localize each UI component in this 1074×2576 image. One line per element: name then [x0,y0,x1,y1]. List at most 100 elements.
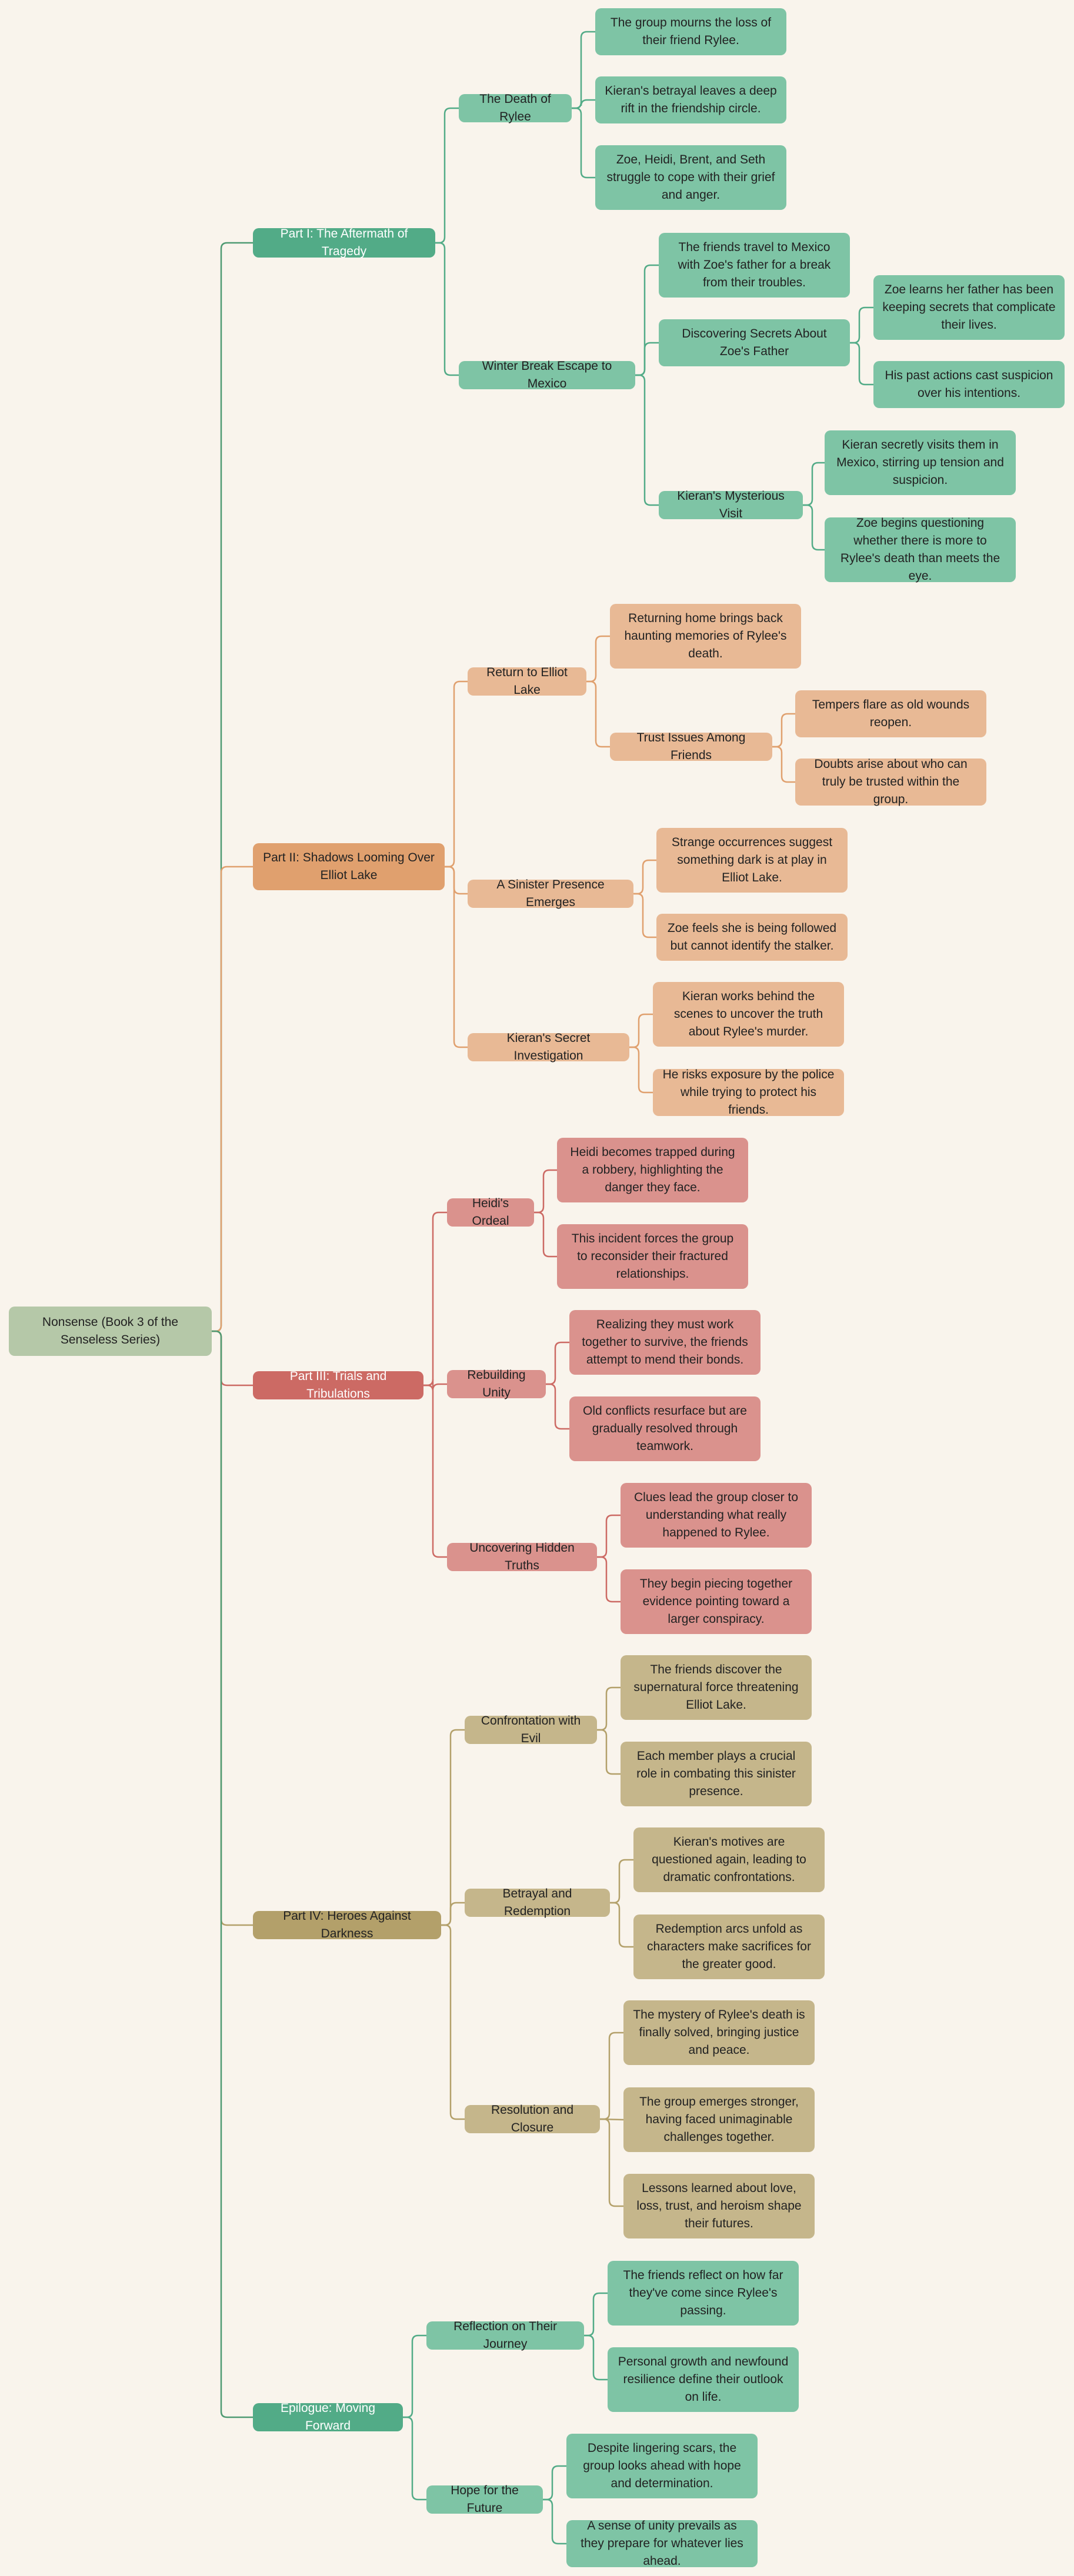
topic-node-zoe-learns-her-father-has-been-keeping-s: Zoe learns her father has been keeping s… [873,275,1065,340]
topic-node-the-friends-reflect-on-how-far-they-ve-c: The friends reflect on how far they've c… [608,2261,799,2326]
node-label: Kieran works behind the scenes to uncove… [673,990,823,1038]
topic-node-lessons-learned-about-love-loss-trust-an: Lessons learned about love, loss, trust,… [623,2174,815,2238]
connector-1-1-to-1-1-1 [633,893,656,938]
node-label: The friends discover the supernatural fo… [633,1663,799,1712]
topic-node-tempers-flare-as-old-wounds-reopen: Tempers flare as old wounds reopen. [795,690,986,737]
topic-node-resolution-and-closure: Resolution and Closure [465,2103,600,2134]
node-label: Realizing they must work together to sur… [582,1318,748,1366]
topic-node-the-group-emerges-stronger-having-faced-: The group emerges stronger, having faced… [623,2087,815,2152]
node-label: Personal growth and newfound resilience … [618,2355,789,2404]
node-label: Returning home brings back haunting memo… [624,612,787,660]
topic-node-trust-issues-among-friends: Trust Issues Among Friends [610,731,772,762]
topic-node-kieran-s-betrayal-leaves-a-deep-rift-in-: Kieran's betrayal leaves a deep rift in … [595,76,786,123]
connector-1-2-to-1-2-0 [629,1013,653,1048]
connector-root-to-0 [212,242,253,1332]
topic-node-he-risks-exposure-by-the-police-while-tr: He risks exposure by the police while tr… [653,1068,844,1117]
topic-node-kieran-works-behind-the-scenes-to-uncove: Kieran works behind the scenes to uncove… [653,982,844,1047]
connector-1-0-to-1-0-0 [586,635,610,683]
topic-node-a-sinister-presence-emerges: A Sinister Presence Emerges [468,878,633,909]
node-label: The group emerges stronger, having faced… [639,2095,799,2144]
node-label: Part IV: Heroes Against Darkness [283,1909,411,1940]
connector-1-0-to-1-0-1 [586,680,610,748]
node-label: Epilogue: Moving Forward [280,2401,376,2433]
connector-2-to-2-2 [423,1384,447,1558]
topic-node-rebuilding-unity: Rebuilding Unity [447,1368,546,1399]
node-label: Winter Break Escape to Mexico [482,359,612,390]
topic-node-zoe-heidi-brent-and-seth-struggle-to-cop: Zoe, Heidi, Brent, and Seth struggle to … [595,145,786,210]
topic-node-the-friends-travel-to-mexico-with-zoe-s-: The friends travel to Mexico with Zoe's … [659,233,850,298]
topic-node-personal-growth-and-newfound-resilience-: Personal growth and newfound resilience … [608,2347,799,2412]
topic-node-redemption-arcs-unfold-as-characters-mak: Redemption arcs unfold as characters mak… [633,1915,825,1979]
node-label: Kieran's betrayal leaves a deep rift in … [605,84,777,115]
connector-2-1-to-2-1-0 [546,1341,569,1385]
node-label: Each member plays a crucial role in comb… [636,1749,796,1798]
node-label: Lessons learned about love, loss, trust,… [636,2181,802,2230]
connector-4-0-to-4-0-0 [584,2292,608,2337]
node-label: Rebuilding Unity [467,1368,526,1399]
connector-0-1-to-0-1-0 [635,264,659,376]
connector-1-to-1-2 [445,866,468,1048]
node-label: Confrontation with Evil [481,1714,581,1745]
node-label: Strange occurrences suggest something da… [671,836,833,884]
topic-node-kieran-secretly-visits-them-in-mexico-st: Kieran secretly visits them in Mexico, s… [825,430,1016,495]
topic-node-zoe-feels-she-is-being-followed-but-cann: Zoe feels she is being followed but cann… [656,914,848,961]
connector-2-0-to-2-0-0 [534,1169,557,1214]
node-label: The group mourns the loss of their frien… [610,16,772,47]
node-label: Part II: Shadows Looming Over Elliot Lak… [263,851,435,882]
connector-0-0-to-0-0-0 [572,31,595,109]
topic-node-old-conflicts-resurface-but-are-graduall: Old conflicts resurface but are graduall… [569,1396,761,1461]
topic-node-kieran-s-secret-investigation: Kieran's Secret Investigation [468,1031,629,1063]
connector-0-1-1-to-0-1-1-0 [850,306,873,344]
node-label: The Death of Rylee [479,92,551,123]
connector-root-to-1 [212,866,253,1332]
node-label: Kieran's Mysterious Visit [677,489,785,520]
part-node-part-iv-heroes-against-darkness: Part IV: Heroes Against Darkness [253,1909,441,1940]
connector-2-to-2-0 [423,1211,447,1386]
node-label: Zoe, Heidi, Brent, and Seth struggle to … [606,153,775,202]
part-node-part-ii-shadows-looming-over-elliot-lake: Part II: Shadows Looming Over Elliot Lak… [253,843,445,890]
connector-3-to-3-1 [441,1902,465,1926]
node-label: Resolution and Closure [491,2103,574,2134]
connector-3-1-to-3-1-0 [610,1859,633,1904]
topic-node-despite-lingering-scars-the-group-looks-: Despite lingering scars, the group looks… [566,2434,758,2498]
node-label: A Sinister Presence Emerges [496,878,605,909]
connector-3-2-to-3-2-0 [600,2032,623,2120]
topic-node-confrontation-with-evil: Confrontation with Evil [465,1714,597,1745]
connector-4-to-4-0 [403,2334,426,2418]
node-label: Betrayal and Redemption [502,1887,572,1918]
topic-node-the-friends-discover-the-supernatural-fo: The friends discover the supernatural fo… [621,1655,812,1720]
node-label: His past actions cast suspicion over his… [885,369,1053,400]
node-label: This incident forces the group to recons… [571,1232,734,1281]
node-label: Old conflicts resurface but are graduall… [583,1404,747,1453]
topic-node-they-begin-piecing-together-evidence-poi: They begin piecing together evidence poi… [621,1569,812,1634]
connector-0-1-2-to-0-1-2-1 [803,504,825,551]
node-label: Hope for the Future [451,2484,519,2515]
connector-1-1-to-1-1-0 [633,859,656,895]
topic-node-realizing-they-must-work-together-to-sur: Realizing they must work together to sur… [569,1310,761,1375]
node-label: Zoe feels she is being followed but cann… [667,921,837,953]
part-node-epilogue-moving-forward: Epilogue: Moving Forward [253,2401,403,2433]
node-label: Doubts arise about who can truly be trus… [814,757,968,806]
part-node-part-i-the-aftermath-of-tragedy: Part I: The Aftermath of Tragedy [253,227,435,258]
topic-node-his-past-actions-cast-suspicion-over-his: His past actions cast suspicion over his… [873,361,1065,408]
node-label: Kieran's motives are questioned again, l… [652,1835,806,1884]
topic-node-hope-for-the-future: Hope for the Future [426,2484,543,2515]
node-label: Tempers flare as old wounds reopen. [812,698,970,729]
node-label: The friends reflect on how far they've c… [623,2268,783,2317]
connector-4-to-4-1 [403,2416,426,2501]
topic-node-the-death-of-rylee: The Death of Rylee [459,92,572,123]
node-label: Part I: The Aftermath of Tragedy [280,227,408,258]
connector-0-to-0-1 [435,242,459,376]
connector-root-to-2 [212,1330,253,1386]
connector-2-0-to-2-0-1 [534,1211,557,1258]
connector-3-2-to-3-2-2 [600,2118,623,2207]
connector-0-to-0-0 [435,107,459,244]
connector-1-to-1-0 [445,680,468,868]
topic-node-the-group-mourns-the-loss-of-their-frien: The group mourns the loss of their frien… [595,8,786,55]
node-label: Kieran secretly visits them in Mexico, s… [836,438,1004,487]
node-label: They begin piecing together evidence poi… [639,1577,793,1626]
topic-node-zoe-begins-questioning-whether-there-is-: Zoe begins questioning whether there is … [825,516,1016,583]
connector-1-2-to-1-2-1 [629,1046,653,1094]
node-label: Trust Issues Among Friends [636,731,746,762]
